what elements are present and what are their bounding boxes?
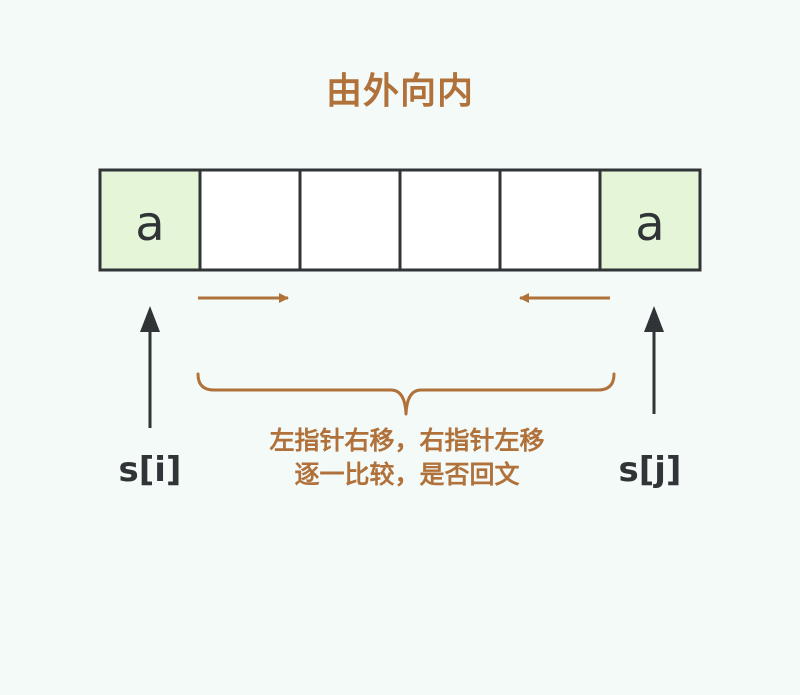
cell-2 (298, 168, 402, 272)
cell-3 (398, 168, 502, 272)
left-pointer-arrow (140, 306, 160, 428)
cell-4 (498, 168, 602, 272)
diagram-title: 由外向内 (325, 71, 474, 112)
cell-5-text: a (635, 196, 664, 252)
cell-1 (198, 168, 302, 272)
cell-5 (598, 168, 702, 272)
pointer-label-left: s[i] (118, 450, 182, 490)
pointer-label-right: s[j] (618, 450, 682, 490)
array-cells: a a (98, 168, 702, 272)
right-pointer-arrow (644, 306, 664, 414)
curly-brace (196, 372, 616, 416)
cell-0 (98, 168, 202, 272)
cell-0-text: a (135, 196, 164, 252)
caption-line-2: 逐一比较，是否回文 (294, 460, 520, 489)
caption-line-1: 左指针右移，右指针左移 (269, 426, 545, 455)
